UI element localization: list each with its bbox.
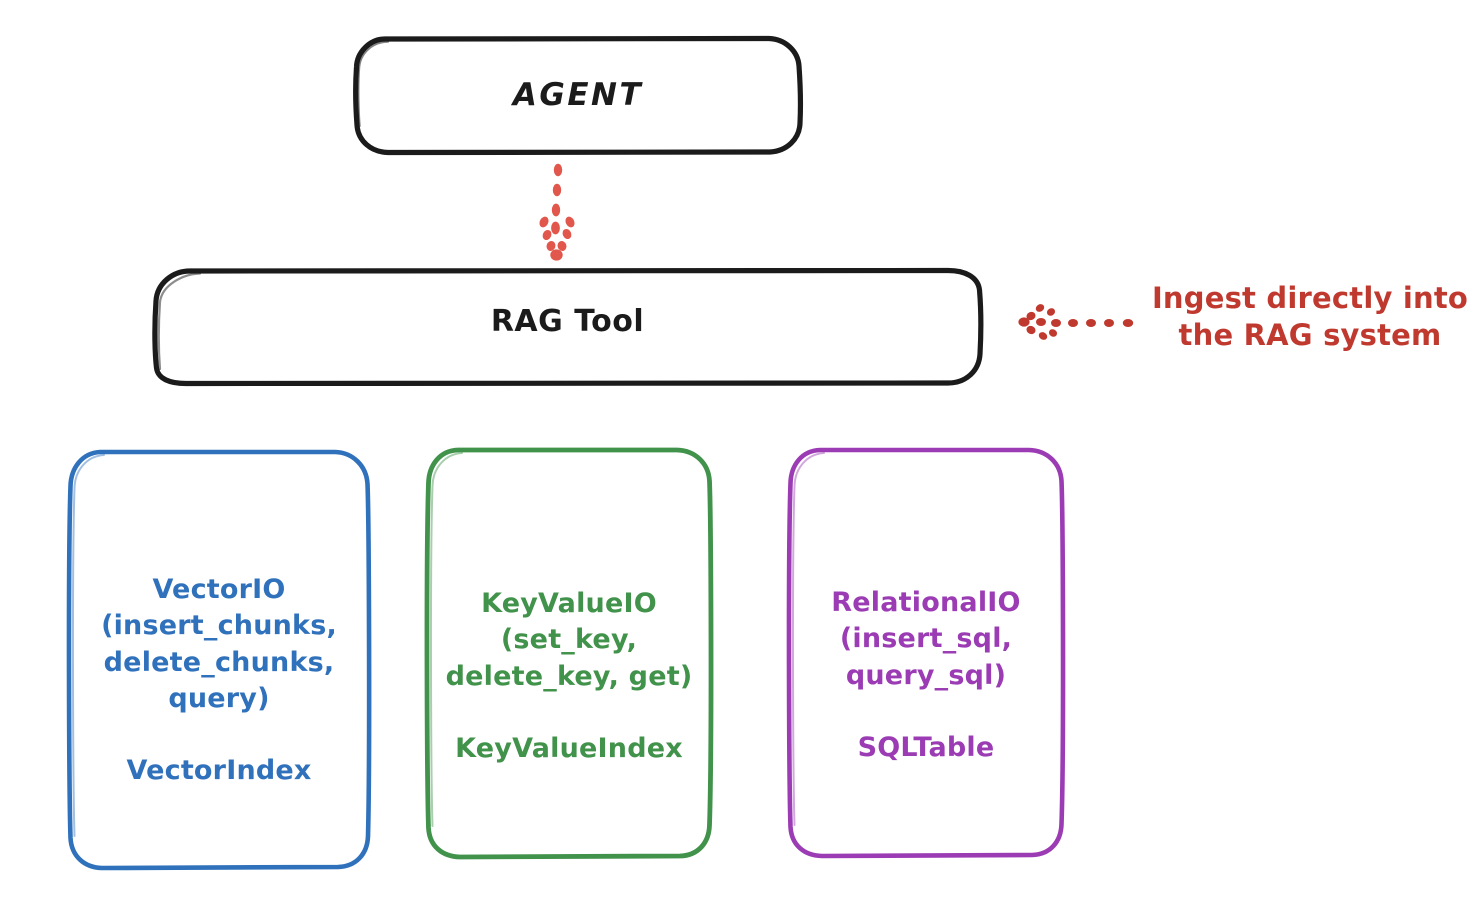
dotted-down-arrow-icon — [539, 163, 575, 261]
dotted-left-arrow-icon — [1018, 304, 1134, 340]
rag-tool-node-shape[interactable] — [152, 267, 984, 387]
key-value-io-node-shape[interactable] — [424, 447, 714, 860]
agent-node-shape[interactable] — [353, 35, 804, 156]
vector-io-node-shape[interactable] — [66, 449, 372, 871]
relational-io-node-shape[interactable] — [786, 447, 1066, 859]
